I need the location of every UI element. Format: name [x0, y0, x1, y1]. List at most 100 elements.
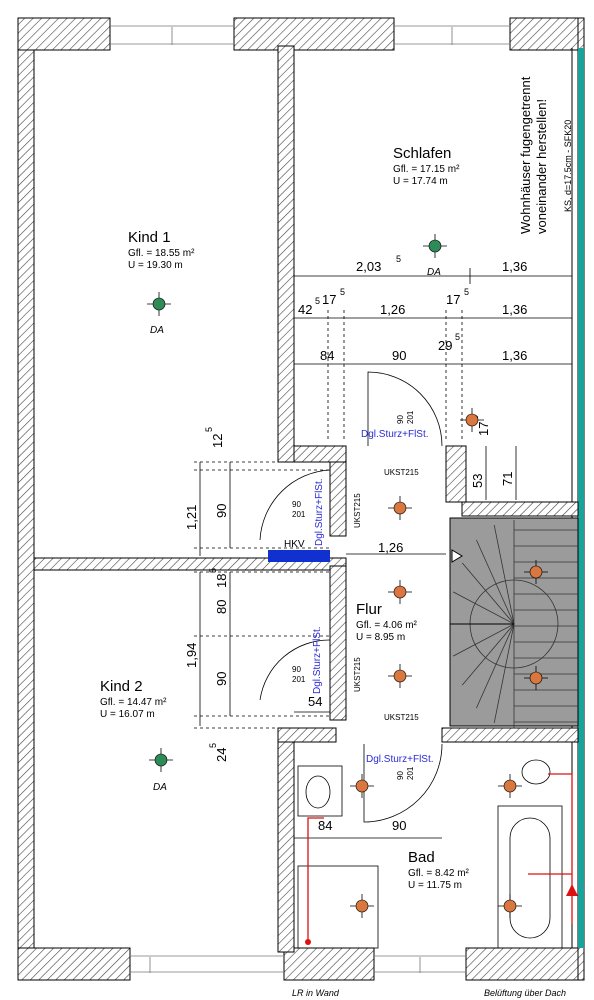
dim-42: 42: [298, 302, 312, 317]
room-perimeter-flur: U = 8.95 m: [356, 632, 405, 643]
ventilation-arrow: [566, 884, 578, 896]
dim-54: 54: [308, 694, 322, 709]
beluftung-label: Belüftung über Dach: [484, 988, 566, 998]
dim-12-sup: 5: [204, 427, 214, 432]
ukst-label-left-1: UKST215: [353, 493, 362, 528]
ceiling-outlet-icon: [423, 234, 447, 258]
room-area-flur: Gfl. = 4.06 m²: [356, 620, 418, 631]
ukst-label-bottom: UKST215: [384, 713, 419, 722]
dim-126-a: 1,26: [380, 302, 405, 317]
dim-121: 1,21: [184, 505, 199, 530]
bathroom-fixtures: [297, 759, 563, 949]
ceiling-tag-kind2: DA: [153, 782, 167, 793]
dim-24: 24: [214, 748, 229, 762]
room-area-bad: Gfl. = 8.42 m²: [408, 868, 470, 879]
ukst-label-top: UKST215: [384, 468, 419, 477]
heater: [268, 550, 330, 562]
lr-in-wand-label: LR in Wand: [292, 988, 340, 998]
light-fixture-icon: [350, 774, 374, 798]
door-size-top-a: 90: [396, 415, 405, 424]
dim-17-a: 17: [322, 292, 336, 307]
dim-17-b: 17: [446, 292, 460, 307]
separation-strip: [578, 48, 584, 948]
stair-tread: [461, 623, 515, 686]
room-area-kind1: Gfl. = 18.55 m²: [128, 248, 195, 259]
door-size-kind2-b: 201: [292, 675, 306, 684]
stair-tread: [476, 539, 515, 625]
ukst-label-left-2: UKST215: [353, 657, 362, 692]
dim-24-sup: 5: [208, 743, 218, 748]
door-swings: [259, 371, 443, 823]
room-perimeter-kind2: U = 16.07 m: [100, 709, 155, 720]
dim-29-sup: 5: [455, 332, 460, 342]
room-name-bad: Bad: [408, 849, 435, 866]
markers: [147, 234, 548, 918]
light-fixture-icon: [524, 666, 548, 690]
light-fixture-icon: [350, 894, 374, 918]
stair-tread: [452, 591, 515, 625]
dim-90-b: 90: [392, 818, 406, 833]
lintel-label-kind1: Dgl.Sturz+FlSt.: [314, 478, 325, 546]
ceiling-tag-kind1: DA: [150, 325, 164, 336]
room-name-flur: Flur: [356, 601, 382, 618]
light-fixture-icon: [388, 664, 412, 688]
dim-203-sup: 5: [396, 254, 401, 264]
stair-tread: [461, 562, 515, 625]
door-size-top-b: 201: [406, 410, 415, 424]
dim-126-b: 1,26: [378, 540, 403, 555]
staircase: [449, 517, 579, 728]
hkv-label: HKV: [284, 539, 305, 550]
room-area-schlafen: Gfl. = 17.15 m²: [393, 164, 460, 175]
windows: [110, 25, 510, 973]
dim-136-c: 1,36: [502, 348, 527, 363]
lintel-label-kind2: Dgl.Sturz+FlSt.: [312, 626, 323, 694]
stair-tread: [476, 623, 515, 709]
ceiling-outlet-icon: [149, 748, 173, 772]
dim-17-c: 17: [476, 422, 491, 436]
dim-29: 29: [438, 338, 452, 353]
light-fixture-icon: [498, 894, 522, 918]
dim-12: 12: [210, 434, 225, 448]
light-fixture-icon: [460, 408, 484, 432]
stair-tread: [493, 623, 515, 723]
ventilation-outlet: [305, 939, 311, 945]
door-size-kind1-a: 90: [292, 500, 301, 509]
dim-17-a-sup: 5: [340, 287, 345, 297]
dimension-lines: [194, 268, 572, 839]
stair-tread: [493, 525, 515, 625]
ventilation-line: [307, 773, 573, 940]
light-fixture-icon: [388, 496, 412, 520]
dim-84-a: 84: [320, 348, 334, 363]
separation-note-2: voneinander herstellen!: [534, 99, 549, 234]
dim-71: 71: [500, 472, 515, 486]
lintel-label-bad: Dgl.Sturz+FlSt.: [366, 754, 434, 765]
room-perimeter-kind1: U = 19.30 m: [128, 260, 183, 271]
outer-walls: [17, 17, 585, 981]
room-area-kind2: Gfl. = 14.47 m²: [100, 697, 167, 708]
dim-18: 18: [214, 574, 229, 588]
door-size-kind1-b: 201: [292, 510, 306, 519]
room-name-kind2: Kind 2: [100, 678, 143, 695]
room-perimeter-bad: U = 11.75 m: [408, 880, 462, 891]
light-fixture-icon: [388, 580, 412, 604]
dim-90-d: 90: [214, 672, 229, 686]
door-size-kind2-a: 90: [292, 665, 301, 674]
lintel-label-top: Dgl.Sturz+FlSt.: [361, 429, 429, 440]
dim-84-b: 84: [318, 818, 332, 833]
dim-136-b: 1,36: [502, 302, 527, 317]
dim-194: 1,94: [184, 643, 199, 668]
door-size-bad-a: 90: [396, 771, 405, 780]
dim-136-a: 1,36: [502, 259, 527, 274]
light-fixture-icon: [524, 560, 548, 584]
dim-203: 2,03: [356, 259, 381, 274]
dim-17-b-sup: 5: [464, 287, 469, 297]
dim-53: 53: [470, 474, 485, 488]
dim-80: 80: [214, 600, 229, 614]
separation-note-1: Wohnhäuser fugengetrennt: [518, 76, 533, 234]
light-fixture-icon: [498, 774, 522, 798]
room-name-kind1: Kind 1: [128, 229, 171, 246]
dim-18-sup: 5: [208, 568, 218, 573]
room-name-schlafen: Schlafen: [393, 145, 451, 162]
dim-90-c: 90: [214, 504, 229, 518]
